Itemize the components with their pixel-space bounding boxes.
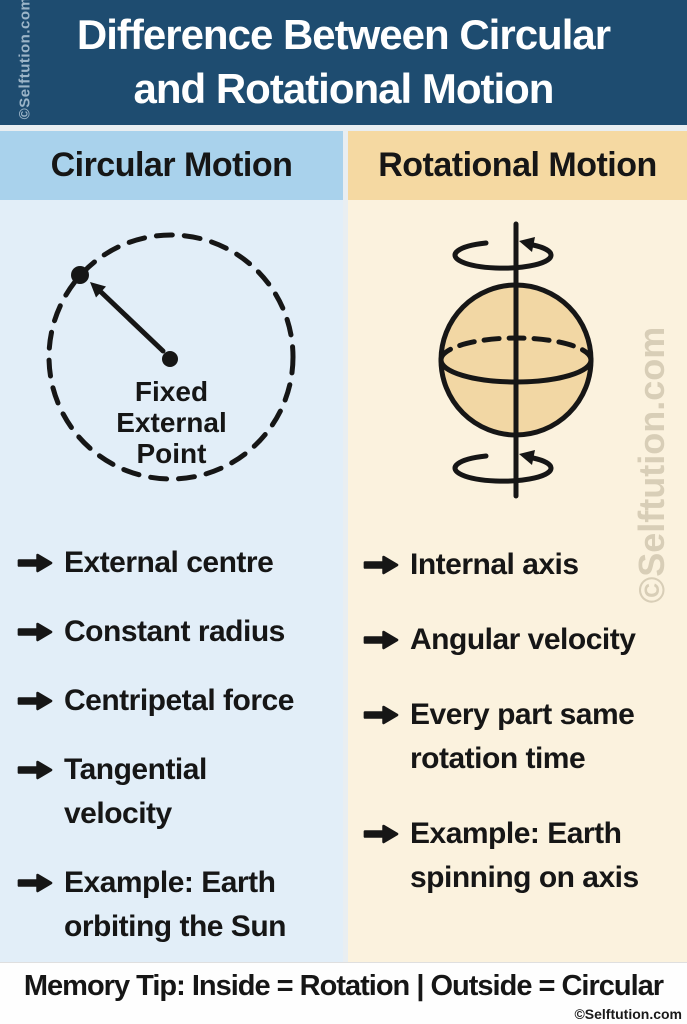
center-point-dot bbox=[162, 351, 178, 367]
list-item-text: Centripetal force bbox=[64, 684, 294, 717]
arrow-right-icon bbox=[17, 691, 53, 711]
list-item: Internal axis bbox=[362, 543, 673, 587]
arrow-right-icon bbox=[17, 622, 53, 642]
list-item-text: Angular velocity bbox=[410, 623, 636, 656]
list-item: External centre bbox=[16, 541, 341, 585]
arrow-right-icon bbox=[363, 705, 399, 725]
rotational-motion-header-label: Rotational Motion bbox=[378, 146, 657, 184]
bottom-rotation-arrow-icon bbox=[452, 453, 554, 484]
label-line: Fixed bbox=[134, 376, 209, 407]
page-title-line2: and Rotational Motion bbox=[133, 65, 555, 112]
rotational-motion-column: Rotational Motion ©Selftution.com bbox=[348, 131, 687, 962]
rotational-motion-list: Internal axis Angular velocity Every par… bbox=[362, 543, 673, 931]
label-line: External bbox=[116, 407, 227, 438]
rotational-motion-body: ©Selftution.com Internal axis bbox=[348, 200, 687, 962]
list-item: Constant radius bbox=[16, 610, 341, 654]
memory-tip: Memory Tip: Inside = Rotation | Outside … bbox=[23, 970, 664, 1002]
header: ©Selftution.com Difference Between Circu… bbox=[0, 0, 687, 125]
label-line: Point bbox=[136, 438, 207, 469]
circular-motion-diagram bbox=[46, 232, 296, 482]
arrow-right-icon bbox=[17, 873, 53, 893]
arrow-right-icon bbox=[17, 760, 53, 780]
arrow-right-icon bbox=[17, 553, 53, 573]
bottom-rotation-arrowhead-icon bbox=[519, 450, 535, 465]
footer: Memory Tip: Inside = Rotation | Outside … bbox=[0, 962, 687, 1024]
watermark-vertical-header: ©Selftution.com bbox=[16, 0, 34, 120]
list-item: Angular velocity bbox=[362, 618, 673, 662]
radius-arrowhead-icon bbox=[90, 282, 106, 298]
rotational-motion-diagram bbox=[438, 221, 594, 499]
column-divider bbox=[343, 131, 348, 962]
list-item: Centripetal force bbox=[16, 679, 341, 723]
radius-arrow-line bbox=[98, 289, 166, 354]
circular-motion-header-label: Circular Motion bbox=[50, 146, 293, 184]
rotational-motion-header: Rotational Motion bbox=[348, 131, 687, 200]
arrow-right-icon bbox=[363, 824, 399, 844]
list-item-text: External centre bbox=[64, 546, 274, 579]
page-title-line1: Difference Between Circular bbox=[76, 11, 611, 58]
dashed-orbit-circle bbox=[46, 232, 296, 482]
top-rotation-arrowhead-icon bbox=[519, 237, 535, 252]
top-rotation-arrow-icon bbox=[452, 240, 554, 271]
arrow-right-icon bbox=[363, 630, 399, 650]
copyright-text: ©Selftution.com bbox=[574, 1006, 682, 1022]
circular-motion-header: Circular Motion bbox=[0, 131, 343, 200]
page-title: Difference Between Circular and Rotationa… bbox=[0, 0, 687, 116]
list-item-text: Internal axis bbox=[410, 548, 579, 581]
arrow-right-icon bbox=[363, 555, 399, 575]
circular-motion-list: External centre Constant radius Centripe… bbox=[16, 541, 341, 974]
list-item-text: Constant radius bbox=[64, 615, 285, 648]
orbiting-point-dot bbox=[71, 266, 89, 284]
